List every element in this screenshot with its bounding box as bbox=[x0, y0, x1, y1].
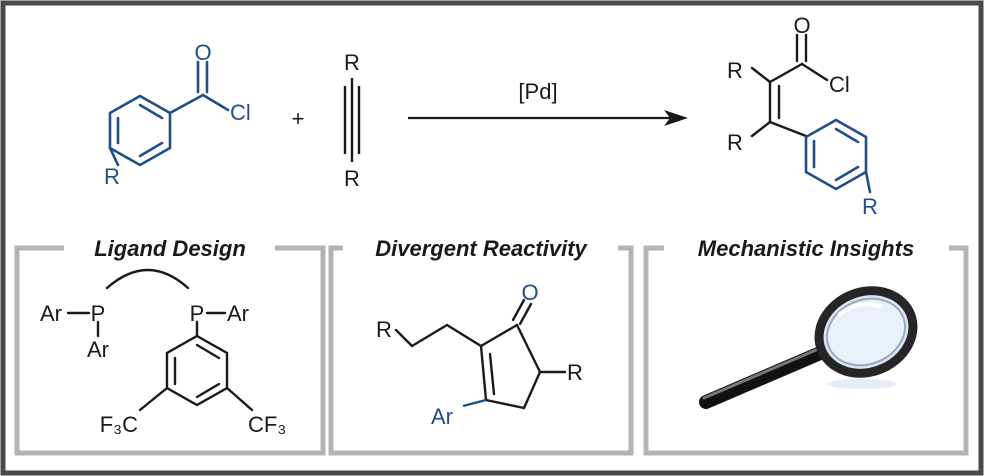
plus-sign: + bbox=[292, 106, 305, 131]
alkyne-R-bottom: R bbox=[344, 166, 360, 191]
ligand-P2: P bbox=[190, 301, 205, 326]
product-R-top: R bbox=[727, 58, 743, 83]
acid-chloride bbox=[108, 60, 230, 167]
panel-ligand-border bbox=[14, 245, 326, 456]
acid-chloride-Cl: Cl bbox=[230, 100, 251, 125]
product-aryl bbox=[804, 118, 872, 194]
magnifying-glass-icon bbox=[699, 286, 918, 409]
product-aryl-R: R bbox=[862, 194, 878, 219]
product-chain bbox=[750, 33, 829, 138]
alkyne bbox=[343, 78, 361, 162]
product-Cl: Cl bbox=[829, 72, 850, 97]
panel-mechanistic-title: Mechanistic Insights bbox=[698, 236, 914, 261]
catalyst-label: [Pd] bbox=[518, 79, 557, 104]
panel-reactivity-border bbox=[328, 245, 634, 456]
cyclopentenone-R-chain: R bbox=[376, 317, 392, 342]
ligand-CF3-right: CF₃ bbox=[248, 412, 286, 437]
cyclopentenone-O: O bbox=[521, 280, 538, 305]
product-R-bottom: R bbox=[727, 130, 743, 155]
ligand-P1: P bbox=[91, 301, 106, 326]
ligand-CF3-left: F₃C bbox=[100, 412, 138, 437]
panel-mechanistic-border bbox=[643, 245, 969, 456]
ligand-structure bbox=[66, 268, 254, 412]
arrow-head bbox=[664, 110, 688, 126]
acid-chloride-O: O bbox=[194, 40, 211, 65]
product-O: O bbox=[793, 13, 810, 38]
acid-chloride-R: R bbox=[104, 164, 120, 189]
panel-ligand-title: Ligand Design bbox=[94, 236, 246, 261]
aryl-bond bbox=[462, 398, 487, 408]
cyclopentenone-Ar: Ar bbox=[431, 404, 453, 429]
ligand-Ar2: Ar bbox=[87, 337, 109, 362]
cyclopentenone-R-ring: R bbox=[567, 360, 583, 385]
alkyne-R-top: R bbox=[344, 50, 360, 75]
cyclopentenone-structure bbox=[394, 298, 567, 410]
ligand-Ar3: Ar bbox=[227, 301, 249, 326]
panel-reactivity-title: Divergent Reactivity bbox=[375, 236, 588, 261]
ligand-Ar1: Ar bbox=[40, 301, 62, 326]
